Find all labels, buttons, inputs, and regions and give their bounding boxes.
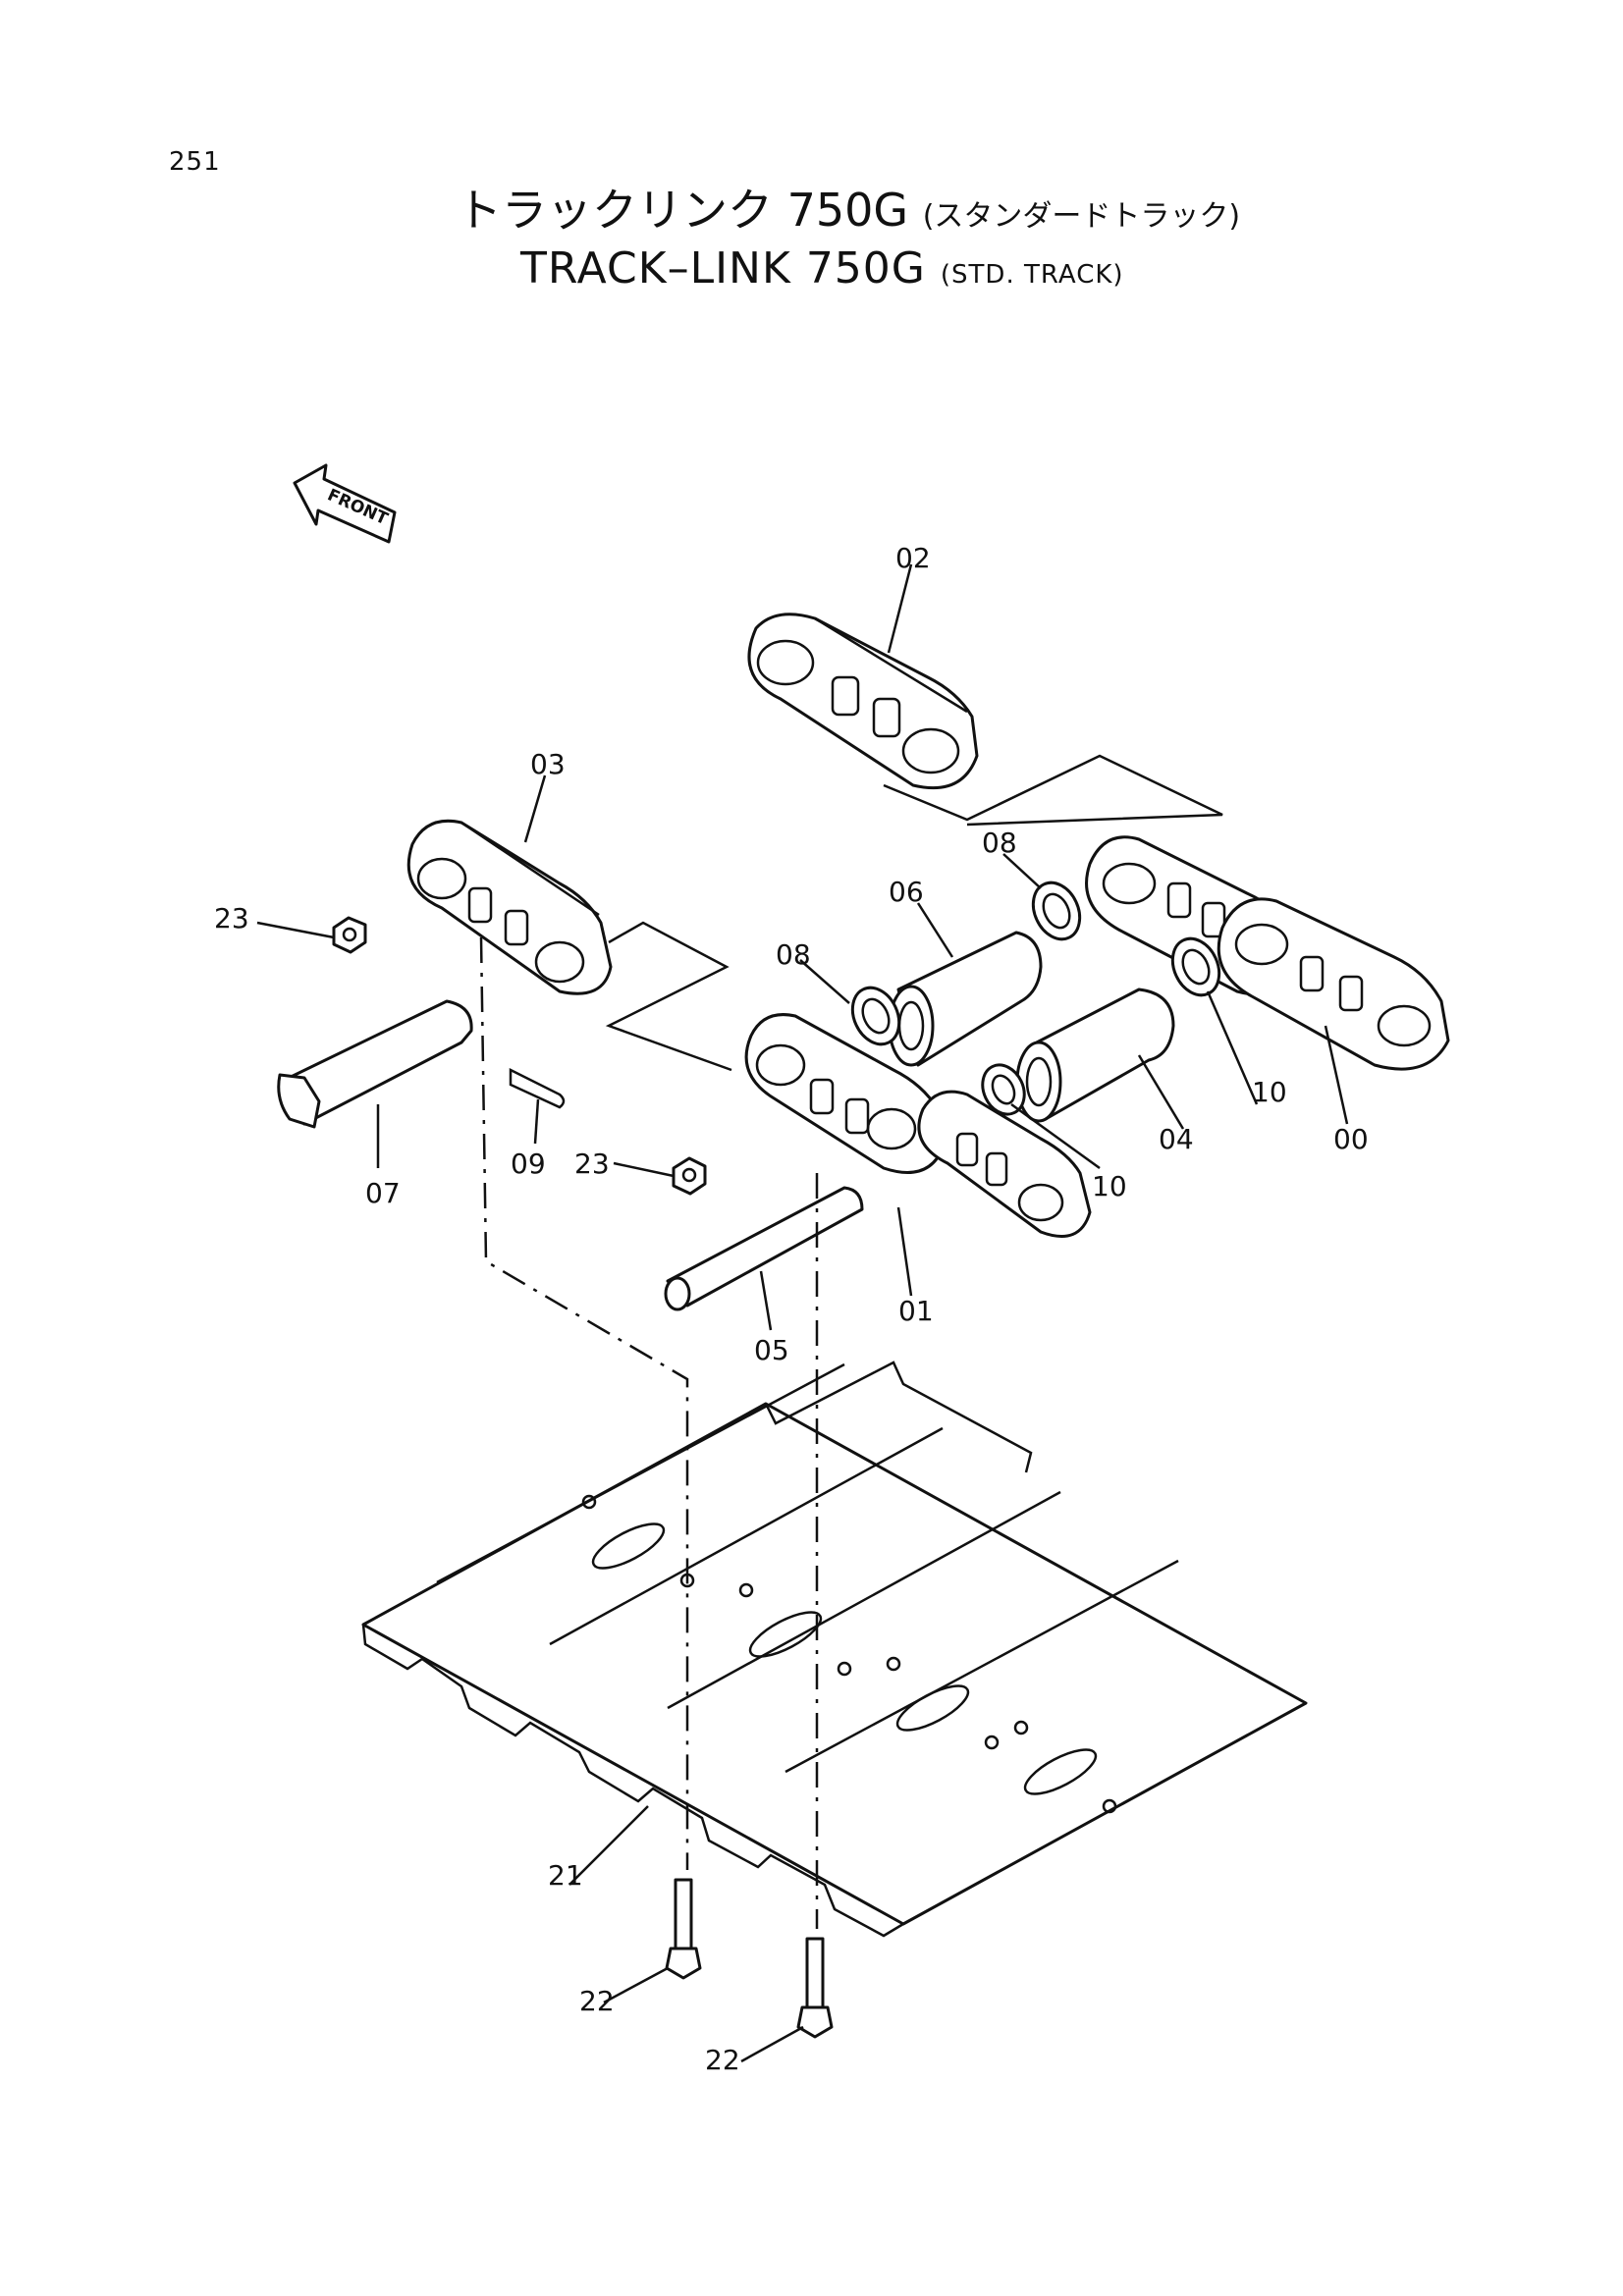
part-06-bushing [888,931,1043,1067]
label-23-upper: 23 [214,902,249,934]
part-00-track-link-rear [1217,897,1450,1071]
part-23-nut-lower [672,1156,707,1196]
part-04-bushing [1015,988,1175,1123]
label-00: 00 [1333,1123,1369,1155]
part-21-track-shoe [361,1361,1308,1938]
part-07-master-pin [277,999,473,1129]
label-21: 21 [548,1859,583,1892]
title-english-main: TRACK–LINK 750G [520,243,926,294]
label-01: 01 [898,1295,934,1327]
part-23-nut-upper [332,916,367,954]
assembly-box-line-top [883,754,1223,827]
page-number: 251 [169,147,221,177]
assembly-box-line-left [605,921,732,1072]
part-08-seal-lower [850,986,901,1046]
label-06: 06 [889,876,924,908]
label-08-lower: 08 [776,938,811,971]
label-10-left: 10 [1092,1170,1127,1202]
title-japanese-main: トラックリンク 750G [457,184,909,237]
label-03: 03 [530,748,566,780]
part-02-track-link [747,613,979,790]
part-22-bolt-right [796,1937,834,2039]
label-08-upper: 08 [982,827,1017,859]
label-23-lower: 23 [574,1148,610,1180]
alignment-line-left [479,936,689,1870]
part-03-track-link [406,819,613,995]
part-10-seal-left [981,1063,1026,1116]
label-05: 05 [754,1334,789,1366]
label-04: 04 [1159,1123,1194,1155]
part-05-pin [664,1186,864,1311]
label-22-right: 22 [705,2044,740,2076]
label-10-right: 10 [1252,1076,1287,1108]
label-07: 07 [365,1177,401,1209]
part-08-seal-upper [1031,881,1082,941]
part-09-cotter-pin [509,1067,566,1109]
title-english: TRACK–LINK 750G (STD. TRACK) [520,243,1124,294]
label-22-left: 22 [579,1985,615,2017]
part-01-track-link-rear [917,1090,1092,1238]
part-22-bolt-left [665,1878,702,1980]
title-english-sub: (STD. TRACK) [940,260,1124,290]
title-japanese-sub: (スタンダードトラック) [922,199,1241,234]
leader-lines [256,563,1349,2063]
front-arrow-icon: FRONT [293,463,397,544]
title-japanese: トラックリンク 750G (スタンダードトラック) [457,175,1240,240]
label-09: 09 [511,1148,546,1180]
label-02: 02 [895,542,931,574]
part-10-seal-right [1170,936,1221,997]
